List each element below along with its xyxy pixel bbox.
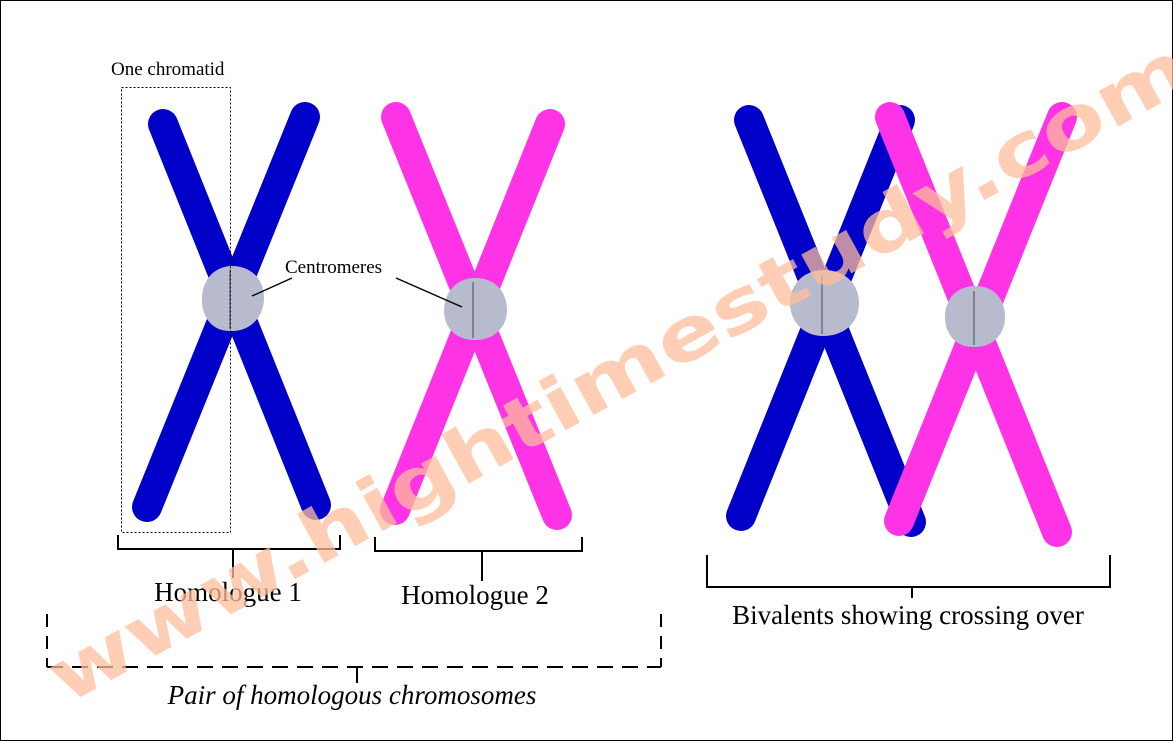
- one-chromatid-box: [121, 87, 231, 533]
- bivalents-label: Bivalents showing crossing over: [732, 600, 1084, 630]
- pair-label: Pair of homologous chromosomes: [167, 680, 537, 710]
- homologue-1-bracket: [117, 535, 341, 578]
- homologue-2-bracket: [374, 537, 583, 581]
- bivalents-bracket: [706, 555, 1111, 598]
- centromere-pointer-1: [251, 277, 293, 297]
- centromere-homologue-1: [201, 266, 264, 332]
- centromere-bivalent-blue: [790, 270, 859, 336]
- centromeres-label: Centromeres: [285, 257, 382, 278]
- one-chromatid-label: One chromatid: [111, 59, 225, 80]
- centromere-homologue-2: [444, 278, 507, 341]
- pair-bracket: [46, 614, 662, 683]
- homologue-1-label: Homologue 1: [154, 577, 302, 607]
- centromere-pointer-2: [395, 277, 463, 308]
- centromere-bivalent-pink: [945, 286, 1005, 348]
- homologue-2-label: Homologue 2: [401, 580, 549, 610]
